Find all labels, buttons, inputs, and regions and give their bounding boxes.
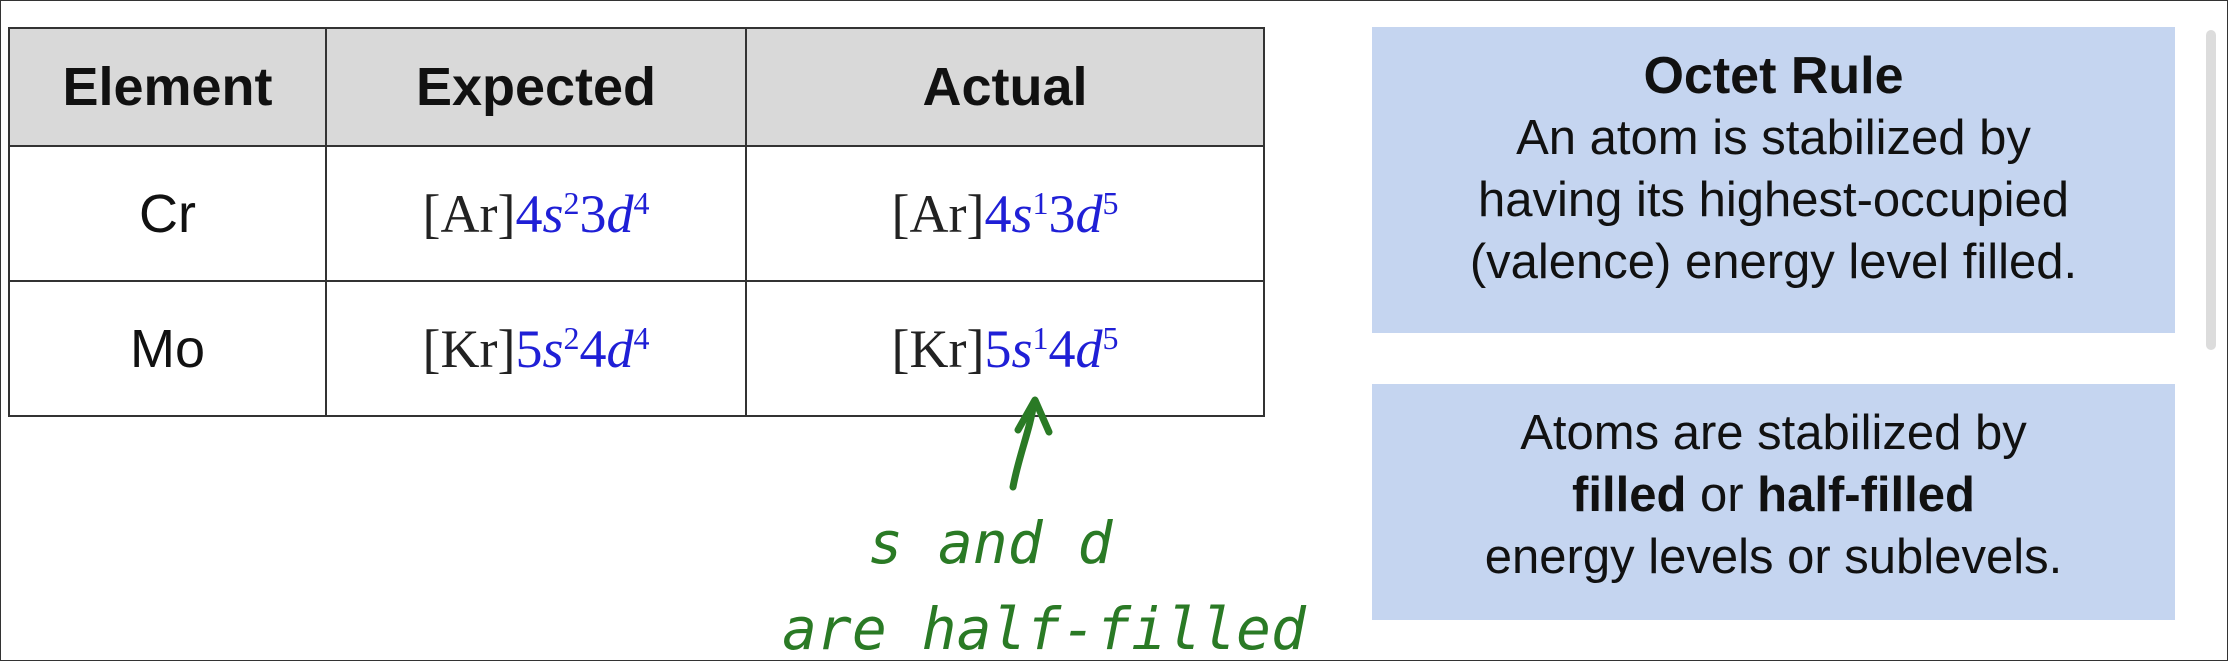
element-cell: Cr [8,145,327,282]
rule-line-emphasis: filled or half-filled [1572,468,1975,522]
half-filled-rule-box: Atoms are stabilized by filled or half-f… [1372,384,2175,620]
table-header-row: Element Expected Actual [8,27,1265,147]
rule-line: energy levels or sublevels. [1484,530,2063,584]
electron-configuration-table: Element Expected Actual Cr [Ar]4s23d4 [A… [8,27,1265,417]
table-row: Cr [Ar]4s23d4 [Ar]4s13d5 [8,145,1265,282]
octet-rule-line: having its highest-occupied [1477,173,2070,227]
core-notation: [Kr] [891,318,985,379]
expected-config: [Kr]5s24d4 [325,280,747,417]
actual-config: [Kr]5s14d5 [745,280,1265,417]
rule-line: Atoms are stabilized by [1520,406,2027,460]
octet-rule-box: Octet Rule An atom is stabilized by havi… [1372,27,2175,333]
actual-config: [Ar]4s13d5 [745,145,1265,282]
annotation-line: s and d [868,509,1113,577]
octet-rule-line: (valence) energy level filled. [1469,235,2078,289]
expected-config: [Ar]4s23d4 [325,145,747,282]
header-element: Element [8,27,327,147]
core-notation: [Ar] [891,183,985,244]
octet-rule-title: Octet Rule [1643,47,1904,105]
annotation-line: are half-filled [782,595,1306,663]
octet-rule-line: An atom is stabilized by [1516,111,2031,165]
table-row: Mo [Kr]5s24d4 [Kr]5s14d5 [8,280,1265,417]
core-notation: [Kr] [422,318,516,379]
core-notation: [Ar] [422,183,516,244]
header-actual: Actual [745,27,1265,147]
element-cell: Mo [8,280,327,417]
header-expected: Expected [325,27,747,147]
scrollbar[interactable] [2206,30,2216,350]
up-arrow-icon [1009,396,1053,491]
